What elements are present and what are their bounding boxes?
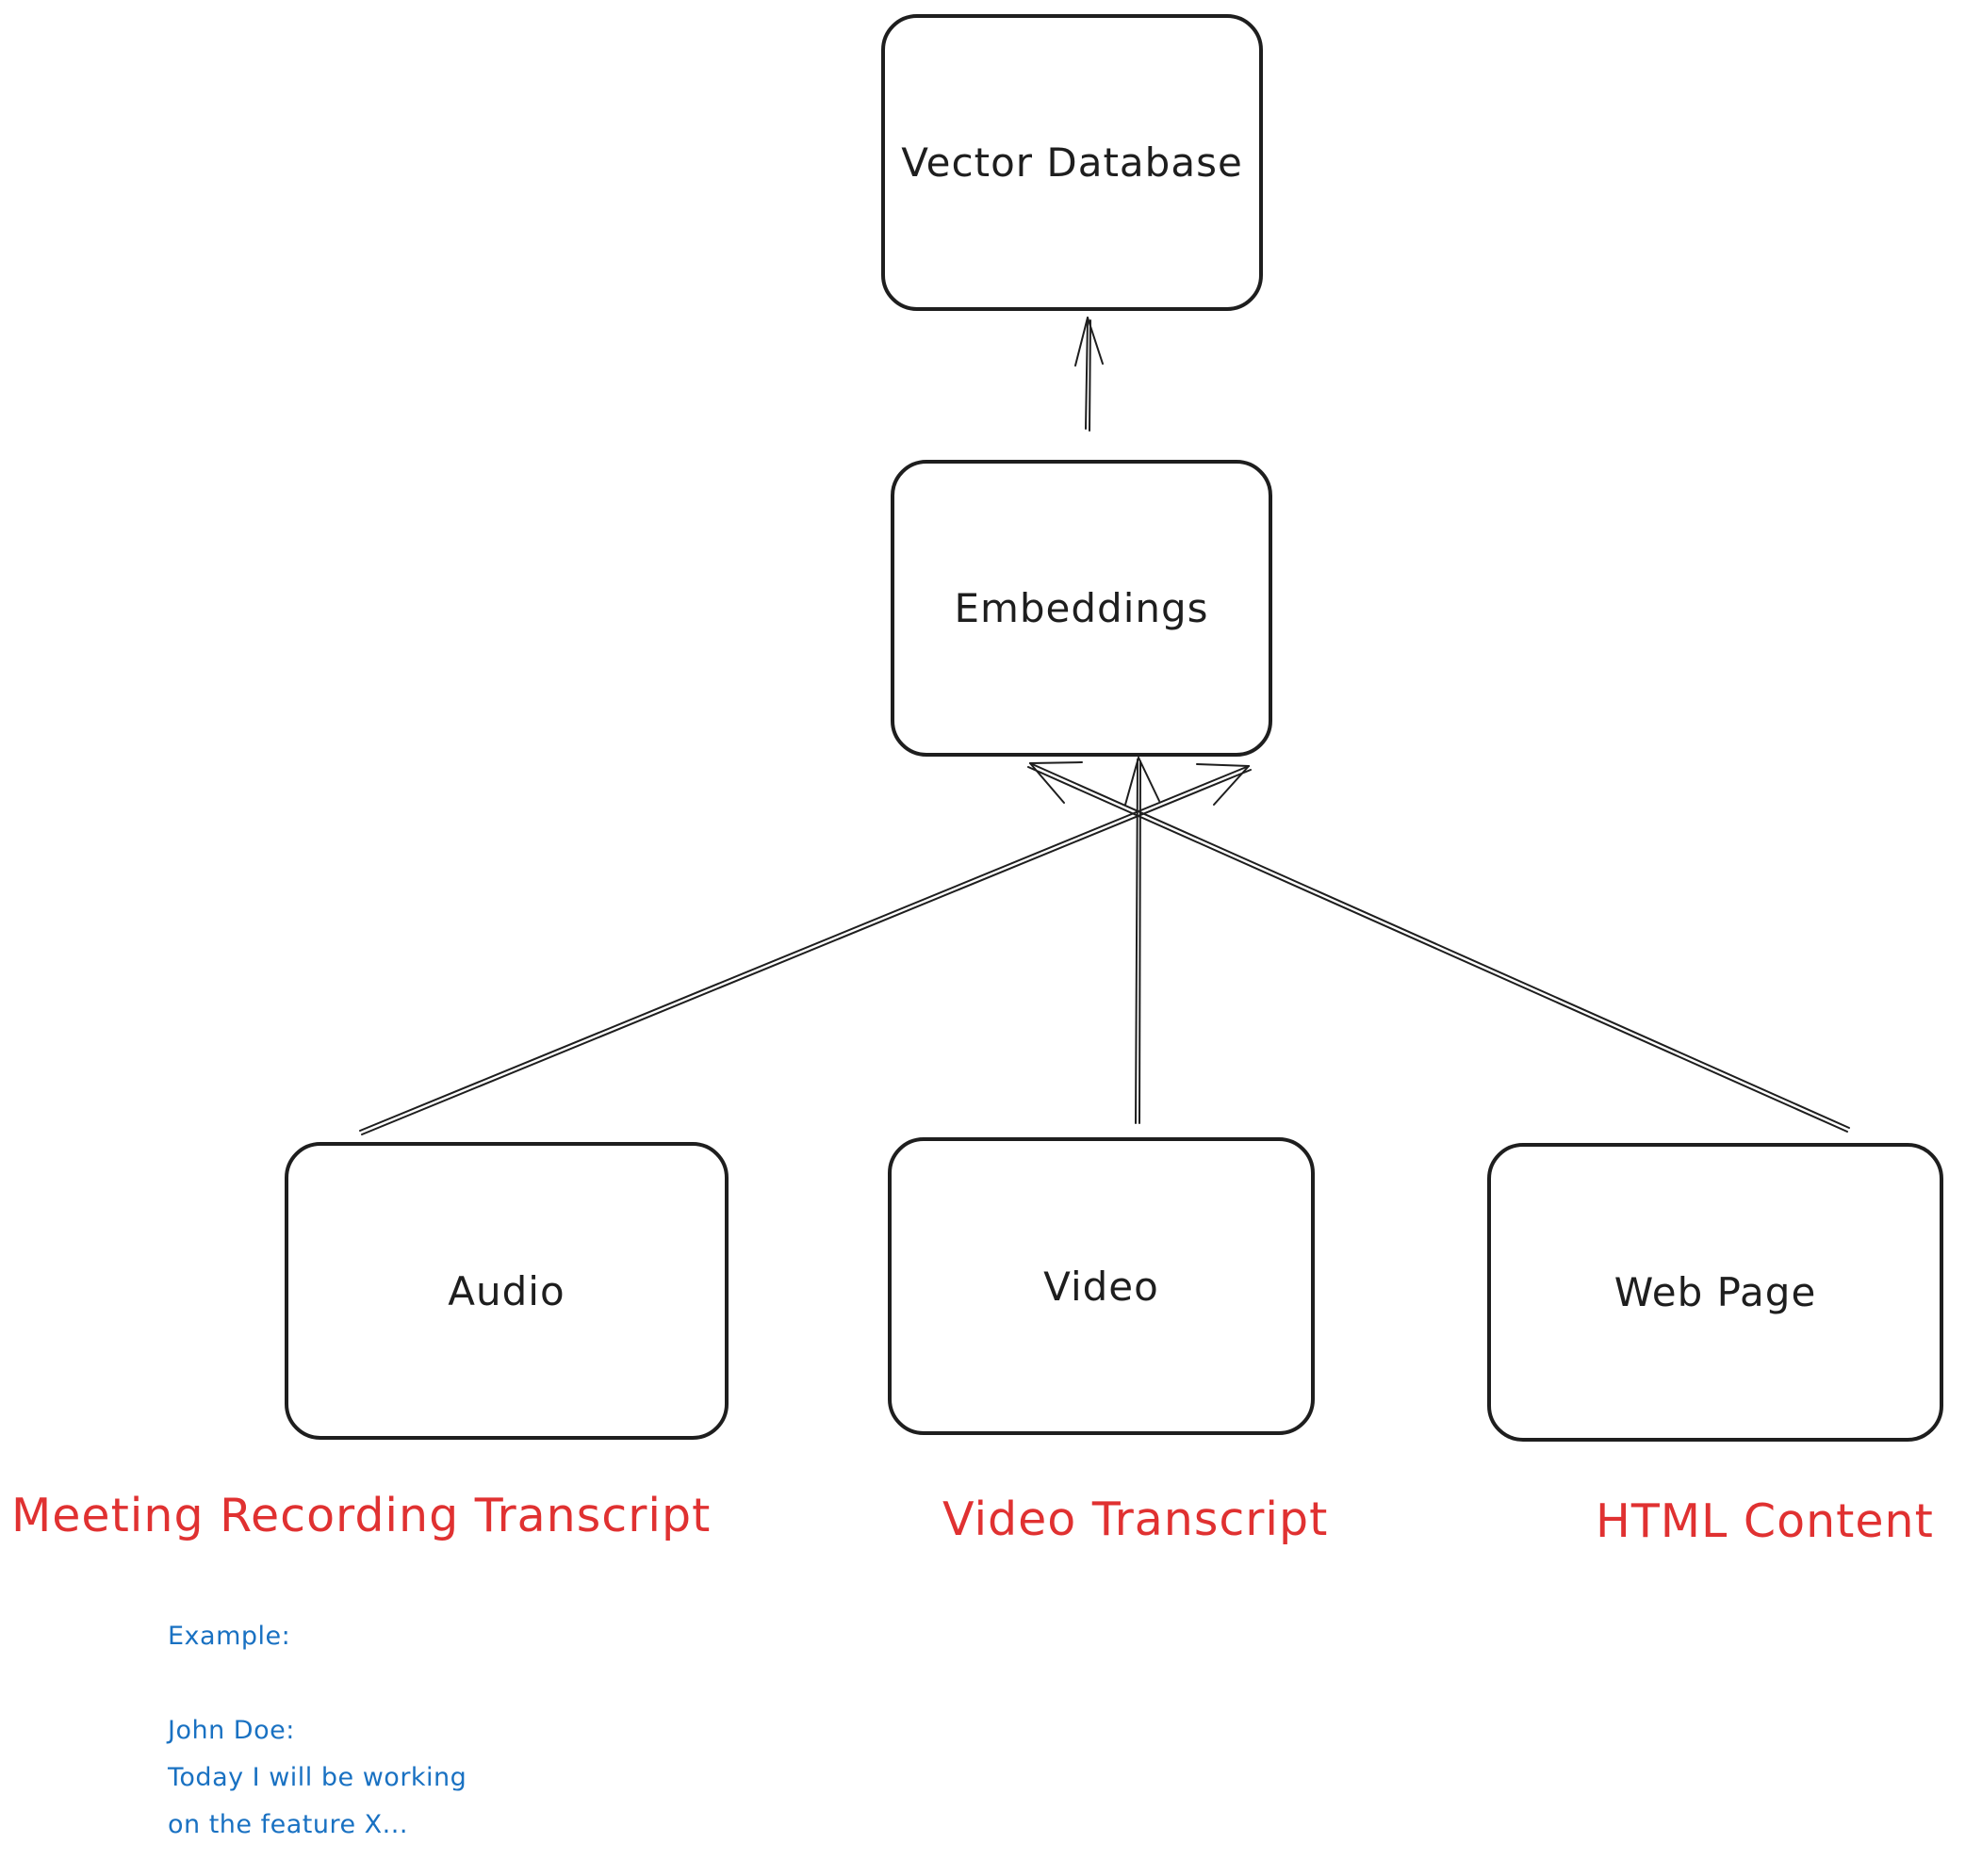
arrow-audio-to-embeddings: [359, 763, 1252, 1135]
node-label-web-page: Web Page: [1613, 1269, 1817, 1315]
node-label-audio: Audio: [448, 1267, 565, 1314]
node-label-video: Video: [1043, 1263, 1159, 1310]
arrow-embeddings-to-vector-database: [1074, 317, 1104, 432]
arrow-web-page-to-embeddings: [1027, 761, 1850, 1133]
node-embeddings: Embeddings: [891, 460, 1272, 757]
annotation-html-content: HTML Content: [1596, 1494, 1934, 1548]
node-web-page: Web Page: [1487, 1143, 1943, 1442]
annotation-meeting-recording-transcript: Meeting Recording Transcript: [11, 1489, 712, 1542]
example-note: Example: John Doe: Today I will be worki…: [168, 1622, 467, 1839]
node-audio: Audio: [285, 1142, 729, 1440]
node-label-embeddings: Embeddings: [954, 585, 1209, 631]
arrow-video-to-embeddings: [1124, 757, 1160, 1124]
node-vector-database: Vector Database: [881, 14, 1263, 311]
node-video: Video: [888, 1137, 1315, 1435]
node-label-vector-database: Vector Database: [901, 139, 1243, 186]
annotation-video-transcript: Video Transcript: [942, 1493, 1329, 1546]
